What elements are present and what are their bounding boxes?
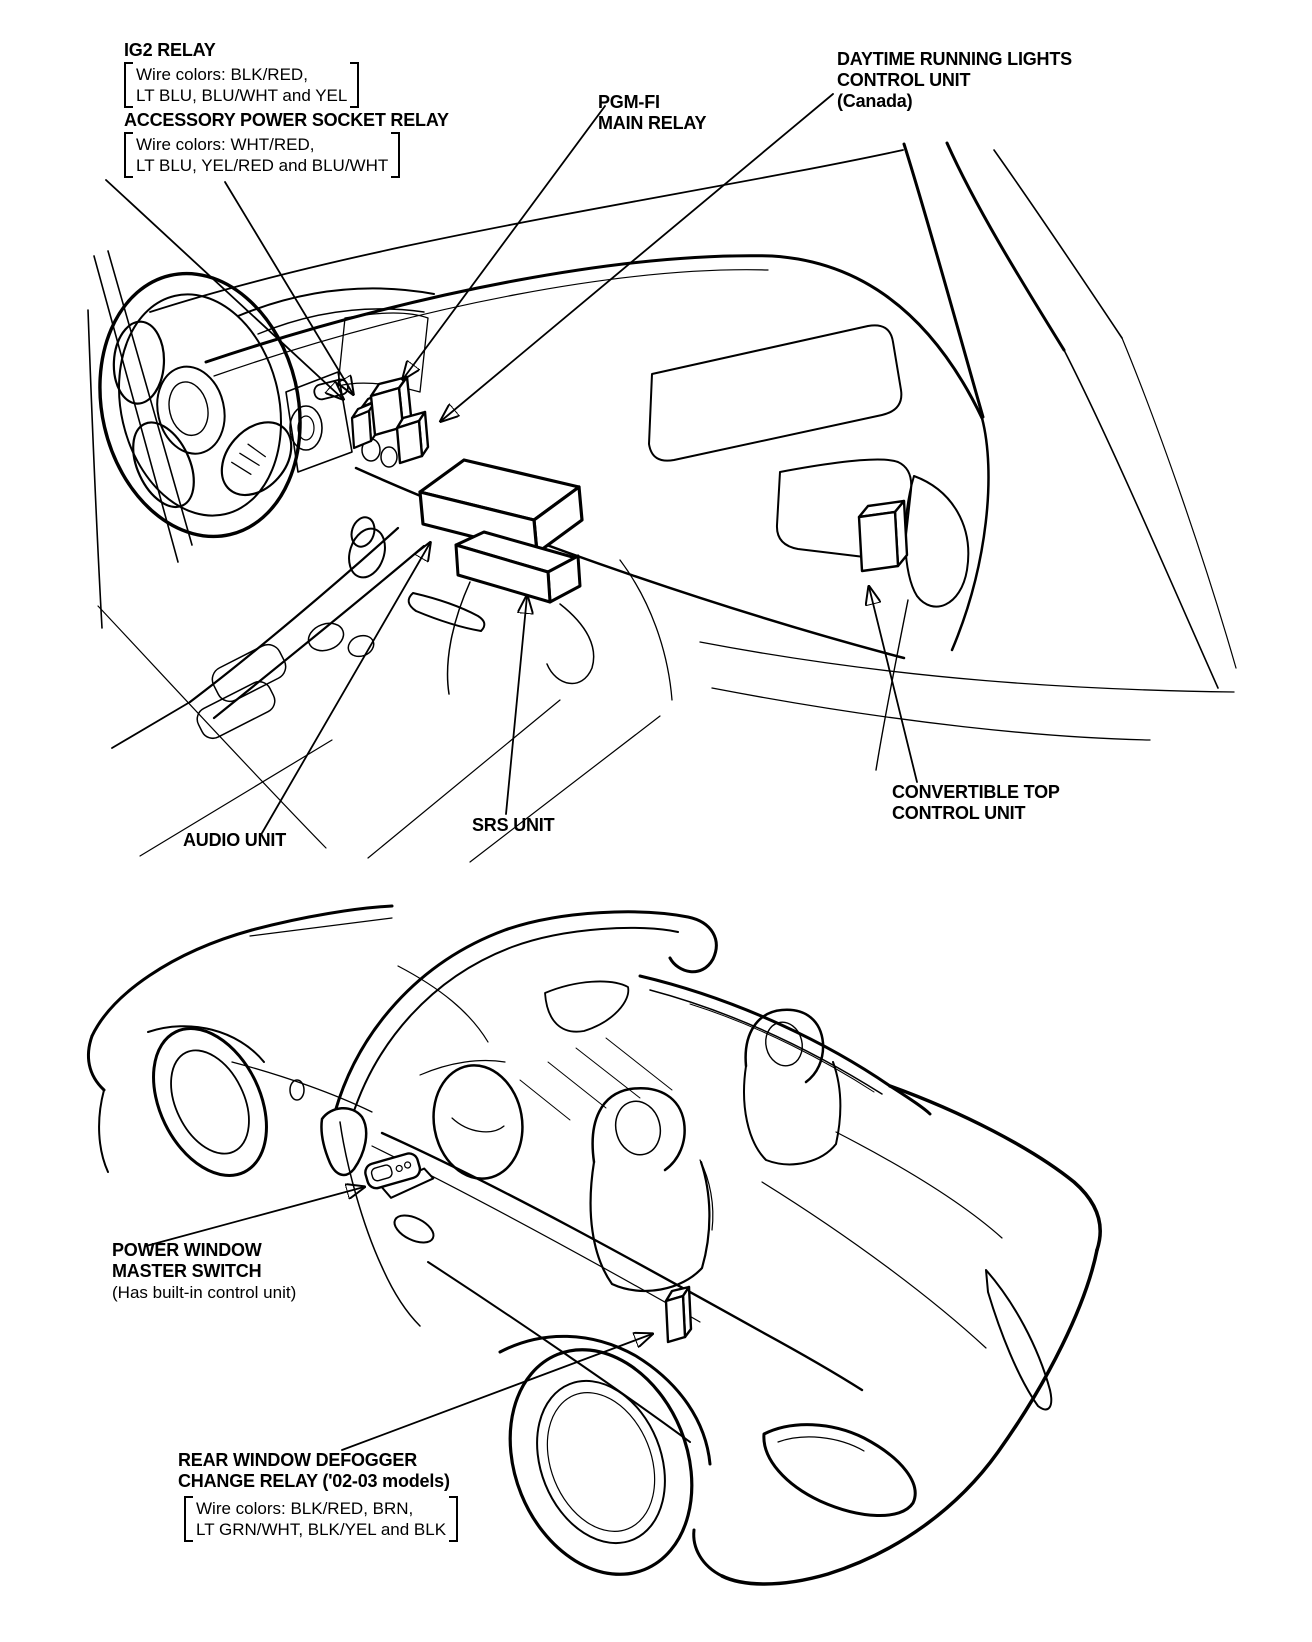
dashboard-drawing xyxy=(87,93,1237,863)
car-interior xyxy=(397,965,673,1180)
windshield-frame xyxy=(333,910,718,1118)
ig2-relay-title: IG2 RELAY xyxy=(124,40,216,60)
srs-unit-box xyxy=(454,530,582,604)
leader-pgm-fi xyxy=(403,105,606,379)
taillight xyxy=(762,1423,917,1518)
leader-drl xyxy=(441,93,834,421)
label-defogger: REAR WINDOW DEFOGGER CHANGE RELAY ('02-0… xyxy=(178,1450,459,1542)
car-steering-wheel xyxy=(432,1064,524,1180)
leader-power-window xyxy=(145,1187,364,1247)
rear-body xyxy=(692,1084,1102,1586)
leader-defogger xyxy=(341,1334,652,1451)
label-pgm-fi: PGM-FI MAIN RELAY xyxy=(598,92,707,133)
car-drawing xyxy=(87,904,1102,1586)
leader-lines-top xyxy=(105,93,918,834)
car-front xyxy=(87,904,394,1173)
power-window-switch xyxy=(364,1152,435,1199)
floor-lines xyxy=(97,559,673,863)
ig2-wire-colors: Wire colors: BLK/RED, LT BLU, BLU/WHT an… xyxy=(124,62,360,108)
accessory-relay-title: ACCESSORY POWER SOCKET RELAY xyxy=(124,110,449,130)
leader-ig2-relay xyxy=(105,179,343,399)
label-srs-unit: SRS UNIT xyxy=(472,815,555,835)
label-audio-unit: AUDIO UNIT xyxy=(183,830,286,850)
tonneau-cover xyxy=(638,974,932,1116)
defogger-wire-colors: Wire colors: BLK/RED, BRN, LT GRN/WHT, B… xyxy=(184,1496,459,1542)
leader-convertible-top xyxy=(869,587,918,783)
leader-audio-unit xyxy=(261,543,430,834)
leader-lines-bottom xyxy=(145,1187,652,1451)
left-pillar xyxy=(87,250,193,629)
leader-srs-unit xyxy=(505,596,527,815)
leader-accessory-relay xyxy=(224,181,353,394)
front-wheel xyxy=(152,1027,268,1177)
steering-wheel xyxy=(98,271,302,539)
a-pillar xyxy=(902,141,1237,689)
label-convertible-top: CONVERTIBLE TOP CONTROL UNIT xyxy=(892,782,1060,823)
door-lines xyxy=(339,1121,864,1443)
dash-top xyxy=(149,149,984,420)
rear-wheel xyxy=(498,1334,712,1576)
door-handle xyxy=(393,1214,435,1244)
convertible-top-unit-box xyxy=(857,499,909,573)
label-power-window: POWER WINDOW MASTER SWITCH (Has built-in… xyxy=(112,1240,297,1302)
center-console xyxy=(111,516,486,749)
label-daytime-running-lights: DAYTIME RUNNING LIGHTS CONTROL UNIT (Can… xyxy=(837,49,1072,111)
shift-knob xyxy=(350,516,376,548)
seats xyxy=(589,1008,842,1293)
passenger-airbag-panel xyxy=(648,324,903,462)
handbrake xyxy=(407,592,486,632)
daytime-running-lights-unit-box xyxy=(395,410,430,465)
label-ig2-accessory-block: IG2 RELAY Wire colors: BLK/RED, LT BLU, … xyxy=(124,40,449,178)
audio-unit-box xyxy=(418,458,584,555)
accessory-wire-colors: Wire colors: WHT/RED, LT BLU, YEL/RED an… xyxy=(124,132,401,178)
defogger-relay-box xyxy=(664,1285,693,1344)
relay-boxes xyxy=(350,375,430,465)
